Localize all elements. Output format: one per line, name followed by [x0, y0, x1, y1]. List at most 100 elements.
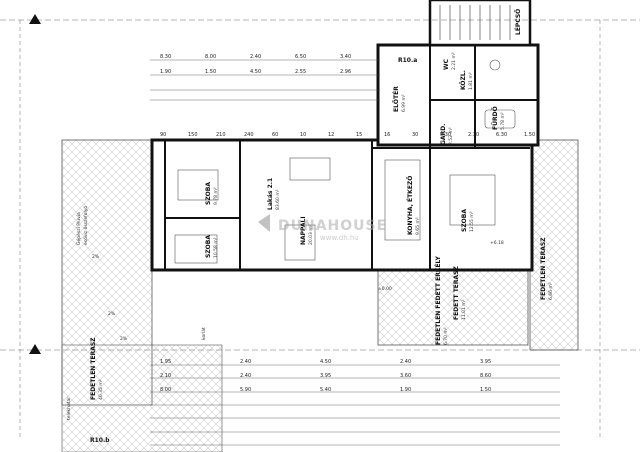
dims-misc-label: 150 [188, 132, 198, 138]
dims-bottom-label: 4.50 [320, 359, 331, 365]
room-szoba09: SZOBA [205, 235, 212, 258]
dims-bottom-label: 8.60 [480, 373, 491, 379]
r10a-label: R10.a [398, 57, 417, 64]
dims-top-label: 8.00 [205, 54, 216, 60]
dims-misc-label: 90 [160, 132, 166, 138]
room-furdo: FÜRDŐ [492, 106, 499, 130]
room-szoba10: SZOBA [205, 182, 212, 205]
room-szoba10-area: 9.78 m² [213, 187, 219, 205]
room-nappali: NAPPALI [300, 216, 307, 245]
dims-top-label: 4.50 [250, 69, 261, 75]
dims-bottom-label: 1.90 [400, 387, 411, 393]
dims-bottom-label: 2.40 [240, 359, 251, 365]
dims-bottom-label: 3.95 [480, 359, 491, 365]
terrace-south [377, 269, 529, 346]
dims-misc-label: 16 [384, 132, 390, 138]
dims-bottom-label: 1.50 [480, 387, 491, 393]
dims-top-label: 1.50 [205, 69, 216, 75]
r10b-label: R10.b [90, 437, 110, 444]
apartment-area: 83.60 m² [275, 189, 281, 210]
dims-top-label: 3.40 [340, 54, 351, 60]
interior-walls [164, 45, 538, 270]
level-label-2: ±0.00 [378, 286, 392, 292]
gepesz-label-2: esővíz összefolyó [82, 206, 89, 245]
dimensions-top: 8.30 8.00 2.40 6.50 3.40 1.90 1.50 4.50 2.55 2.96 [160, 54, 351, 75]
room-terasz13: FEDETLEN TERASZ [540, 237, 547, 300]
room-kozl: KÖZL. [460, 70, 467, 90]
watermark-url: www.dh.hu [320, 234, 359, 242]
dims-bottom-label: 5.90 [240, 387, 251, 393]
dims-bottom-label: 2.40 [240, 373, 251, 379]
room-wc: WC [443, 58, 450, 70]
gepesz-label: Gépészi Pluvia [75, 212, 82, 245]
slope-label-2: 2% [108, 311, 116, 317]
room-szoba09-area: 10.58 m² [213, 237, 219, 258]
dims-misc-label: 1.50 [524, 132, 535, 138]
dims-misc-label: 15 [356, 132, 362, 138]
section-marker-bottom [29, 344, 41, 354]
dims-top-label: 2.55 [295, 69, 306, 75]
dims-misc-label: 5.30 [440, 132, 451, 138]
apartment-outline [150, 138, 534, 272]
room-erkely12: FEDETLEN FEDETT ERKÉLY [434, 256, 442, 345]
dims-misc-label: 210 [216, 132, 226, 138]
dims-bottom-label: 3.95 [320, 373, 331, 379]
room-labels: ELŐTÉR 6.99 m² WC 2.21 m² KÖZL. 1.81 m² … [65, 9, 554, 444]
room-gard: GARD. [440, 124, 447, 145]
room-elotar: ELŐTÉR [392, 86, 400, 112]
room-konyha: KONYHA, ÉTKEZŐ [406, 176, 414, 235]
dims-bottom-label: 8.00 [160, 387, 171, 393]
dims-misc-label: 10 [300, 132, 306, 138]
room-erkely12-area: 6.70 m² [443, 327, 449, 345]
dims-bottom-label: 3.60 [400, 373, 411, 379]
room-wc-area: 2.21 m² [451, 52, 457, 70]
terrace-east [529, 139, 579, 351]
room-kozl-area: 1.81 m² [468, 72, 474, 90]
dims-bottom-label: 2.10 [160, 373, 171, 379]
watermark-logo-icon [258, 214, 270, 232]
dimensions-misc: 90 150 210 240 60 10 12 15 16 30 5.30 2.30 6.30 1.50 [160, 132, 535, 138]
dims-top-label: 8.30 [160, 54, 171, 60]
service-block [376, 43, 540, 147]
furniture [174, 59, 516, 264]
room-gard-area: 2.52 m² [448, 127, 454, 145]
watermark: DUNAHOUSE www.dh.hu [258, 214, 387, 242]
apartment-label: Lakás 2.1 [267, 178, 274, 210]
slope-label-1: 2% [92, 254, 100, 260]
room-terasz11-area: 11.01 m² [461, 299, 467, 320]
room-konyha-area: 9.65 m² [415, 217, 421, 235]
dims-bottom-label: 5.40 [320, 387, 331, 393]
section-marker-top [29, 14, 41, 24]
dims-bottom-label: 1.95 [160, 359, 171, 365]
dims-misc-label: 60 [272, 132, 278, 138]
dimension-lines [0, 19, 640, 446]
dims-misc-label: 240 [244, 132, 254, 138]
dims-bottom-label: 2.40 [400, 359, 411, 365]
room-terasz14-area: 40.35 m² [98, 379, 104, 400]
room-szoba06: SZOBA [461, 209, 468, 232]
room-szoba06-area: 12.55 m² [469, 211, 475, 232]
room-terasz14: FEDETLEN TERASZ [90, 337, 97, 400]
dims-top-label: 2.96 [340, 69, 351, 75]
dims-misc-label: 12 [328, 132, 334, 138]
dims-misc-label: 6.30 [496, 132, 507, 138]
dims-misc-label: 30 [412, 132, 418, 138]
kordlat-label: korlát [200, 327, 207, 340]
dims-misc-label: 2.30 [468, 132, 479, 138]
telekhatar-label: telekhatár [65, 397, 72, 420]
slope-label-3: 2% [120, 336, 128, 342]
stair-treads [439, 5, 511, 40]
dims-top-label: 2.40 [250, 54, 261, 60]
room-elotar-area: 6.99 m² [401, 94, 407, 112]
room-terasz11: FEDETT TERASZ [453, 266, 460, 320]
dims-top-label: 1.90 [160, 69, 171, 75]
room-lepcso: LÉPCSŐ [514, 9, 522, 35]
room-nappali-area: 20.03 m² [308, 224, 314, 245]
dimensions-bottom: 1.95 2.40 4.50 2.40 3.95 2.10 2.40 3.95 3.60 8.60… [160, 359, 491, 393]
terrace-bottom [61, 344, 223, 452]
room-furdo-area: 5.78 m² [500, 112, 506, 130]
level-label-1: +6.18 [490, 240, 504, 246]
watermark-text: DUNAHOUSE [278, 218, 387, 234]
dims-top-label: 6.50 [295, 54, 306, 60]
